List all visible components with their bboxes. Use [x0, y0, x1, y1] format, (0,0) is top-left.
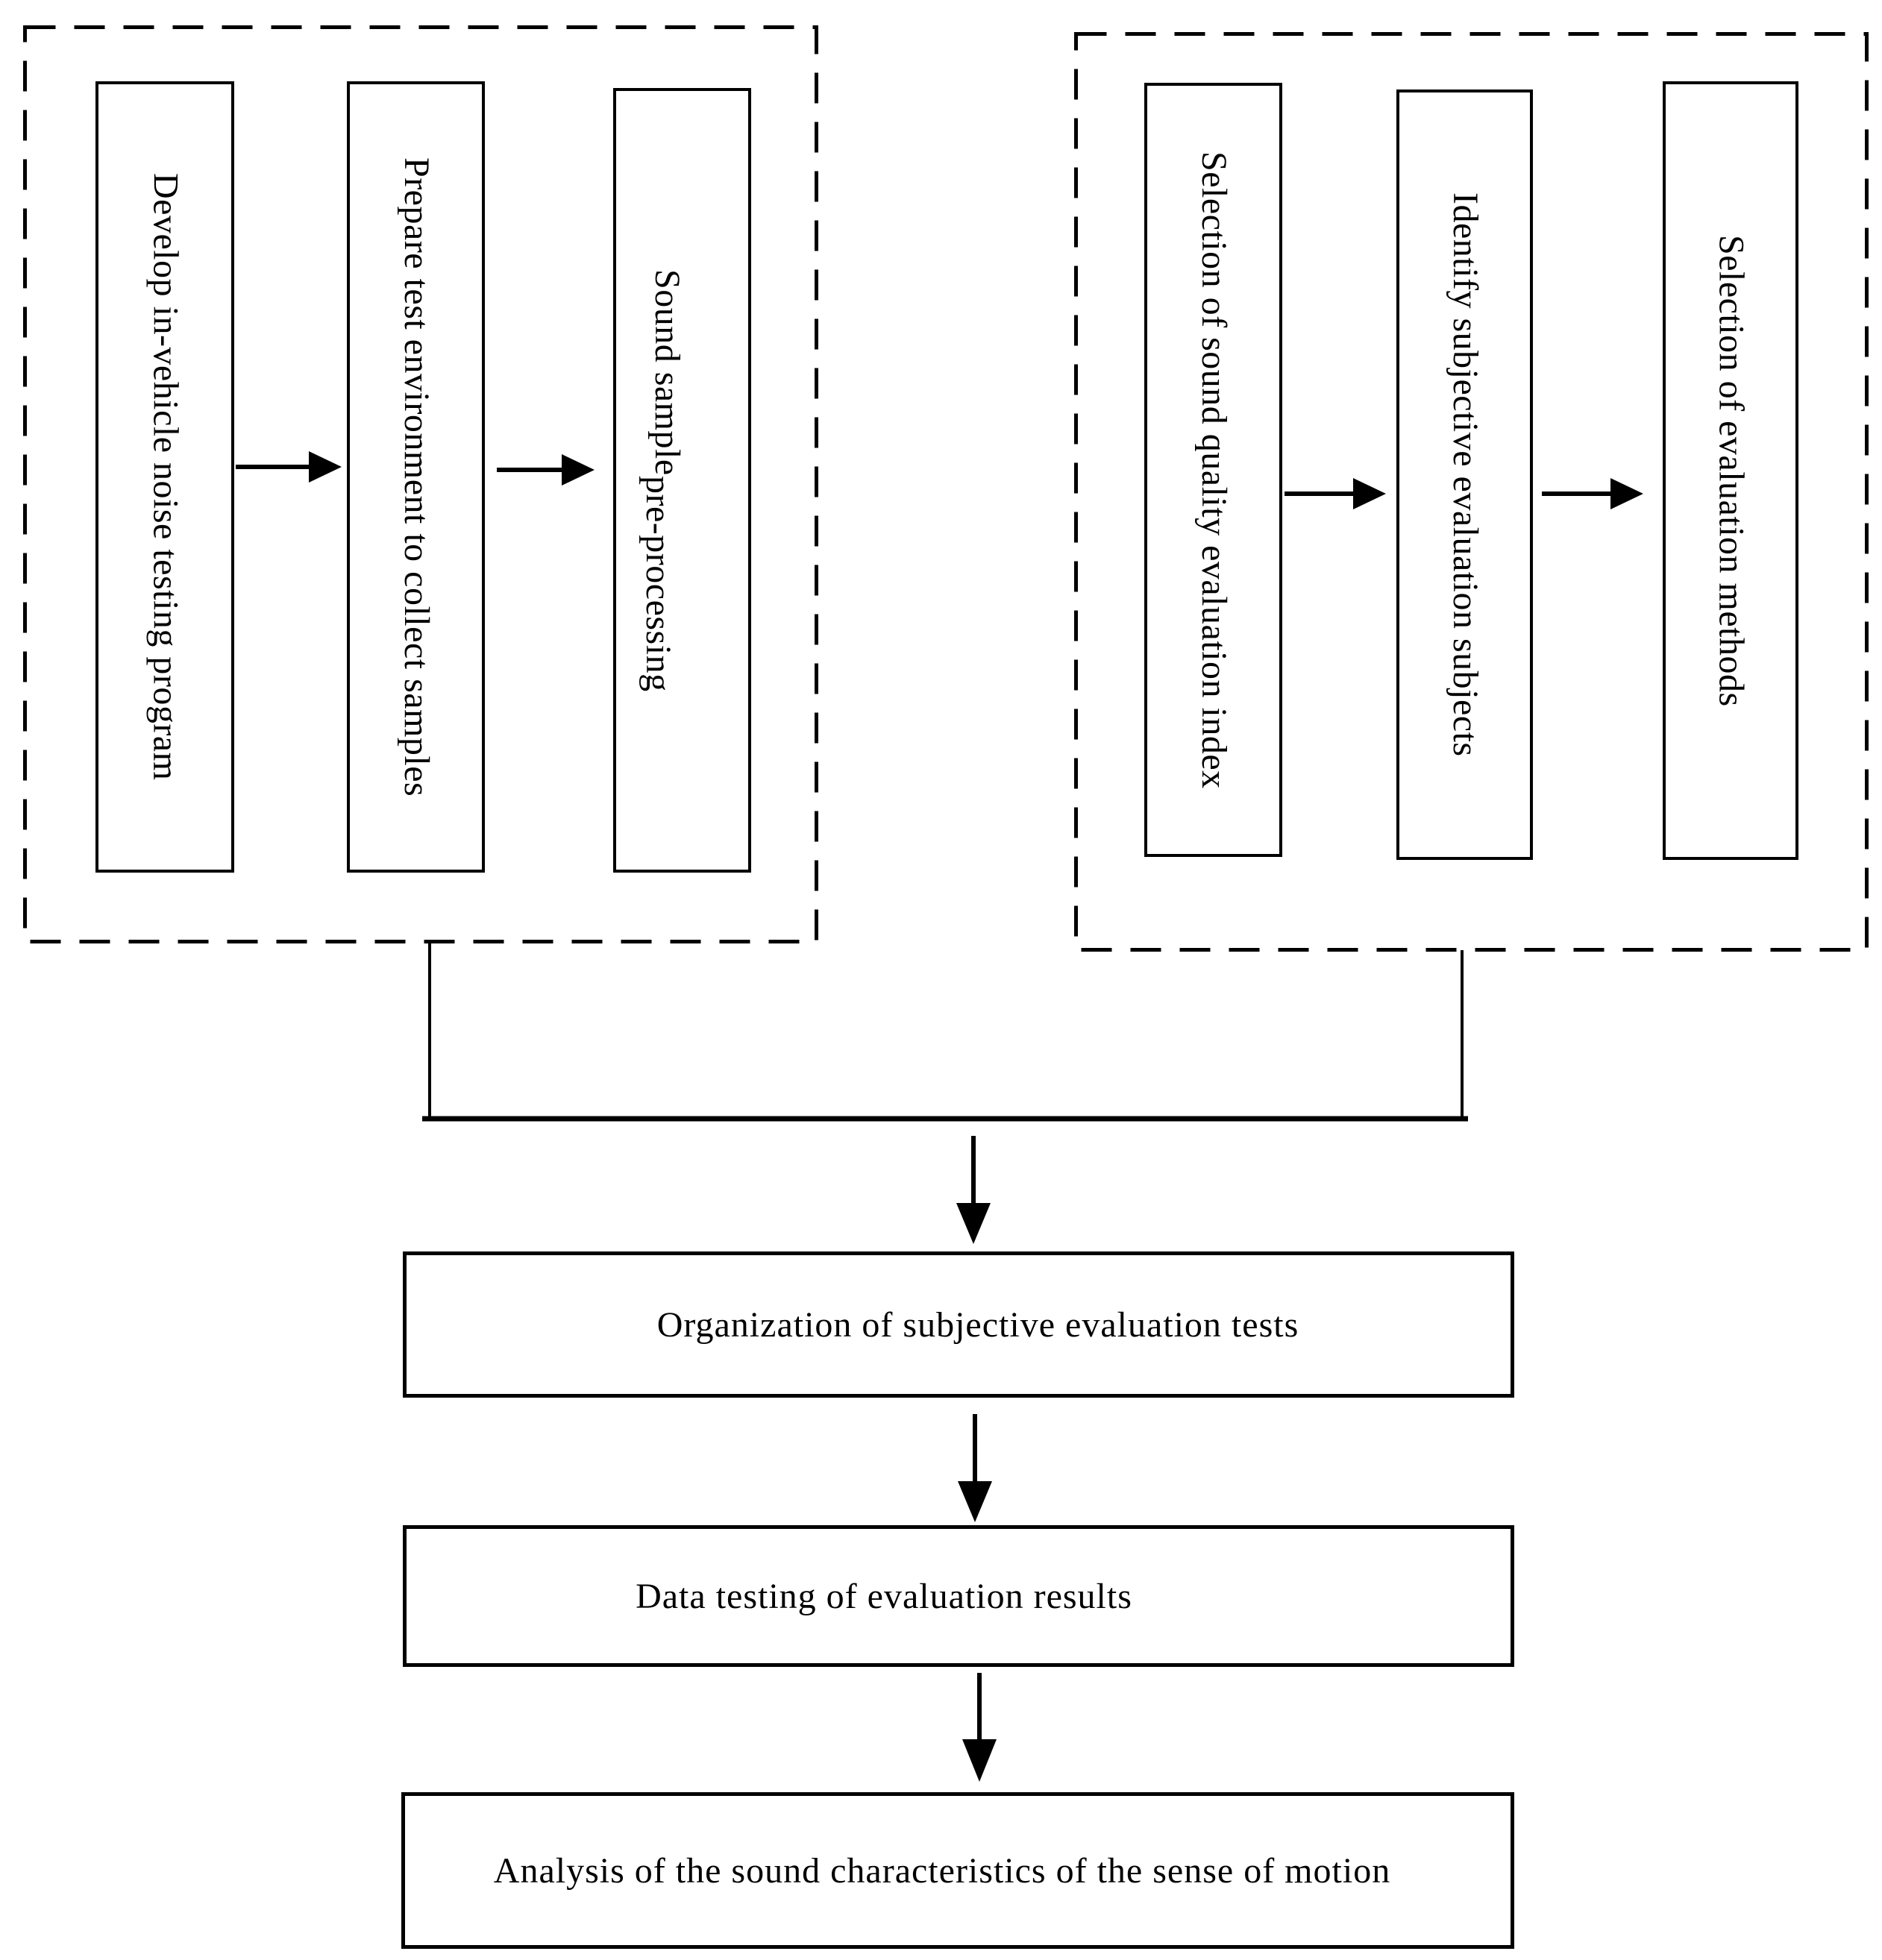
step-label: Selection of evaluation methods: [1711, 234, 1751, 707]
left-dashed-group-border: [23, 25, 818, 943]
step-label: Selection of sound quality evaluation in…: [1193, 151, 1234, 789]
step-label: Identify subjective evaluation subjects: [1445, 192, 1485, 757]
flow-box-label: Organization of subjective evaluation te…: [656, 1304, 1299, 1345]
step-box-develop-noise-testing-program: Develop in-vehicle noise testing program: [95, 81, 234, 873]
step-label-part-1: Sound sample: [647, 268, 687, 476]
flow-box-label: Analysis of the sound characteristics of…: [493, 1850, 1391, 1891]
step-label: Develop in-vehicle noise testing program: [145, 173, 186, 781]
arrow-merge-to-organization: [956, 1136, 991, 1244]
step-label: Prepare test environment to collect samp…: [396, 157, 436, 797]
arrow-data-testing-to-analysis: [962, 1673, 997, 1782]
arrow-prepare-to-sound-sample: [497, 454, 595, 486]
step-label-part-2: pre-processing: [638, 475, 678, 692]
step-box-sound-sample-preprocessing: Sound samplepre-processing: [613, 88, 751, 873]
arrow-develop-to-prepare: [236, 451, 342, 483]
right-dashed-group-border: [1074, 32, 1869, 952]
flow-box-label: Data testing of evaluation results: [636, 1576, 1132, 1616]
flow-box-data-testing-results: Data testing of evaluation results: [403, 1525, 1514, 1667]
step-box-identify-evaluation-subjects: Identify subjective evaluation subjects: [1396, 89, 1533, 860]
step-box-selection-evaluation-index: Selection of sound quality evaluation in…: [1144, 83, 1282, 857]
step-box-prepare-test-environment: Prepare test environment to collect samp…: [347, 81, 485, 873]
flow-box-analysis-sound-characteristics: Analysis of the sound characteristics of…: [401, 1792, 1514, 1949]
arrow-organization-to-data-testing: [958, 1414, 992, 1522]
step-box-selection-evaluation-methods: Selection of evaluation methods: [1663, 81, 1798, 860]
arrow-index-to-subjects: [1285, 478, 1386, 509]
flow-box-organization-of-tests: Organization of subjective evaluation te…: [403, 1251, 1514, 1398]
arrow-subjects-to-methods: [1542, 478, 1643, 509]
